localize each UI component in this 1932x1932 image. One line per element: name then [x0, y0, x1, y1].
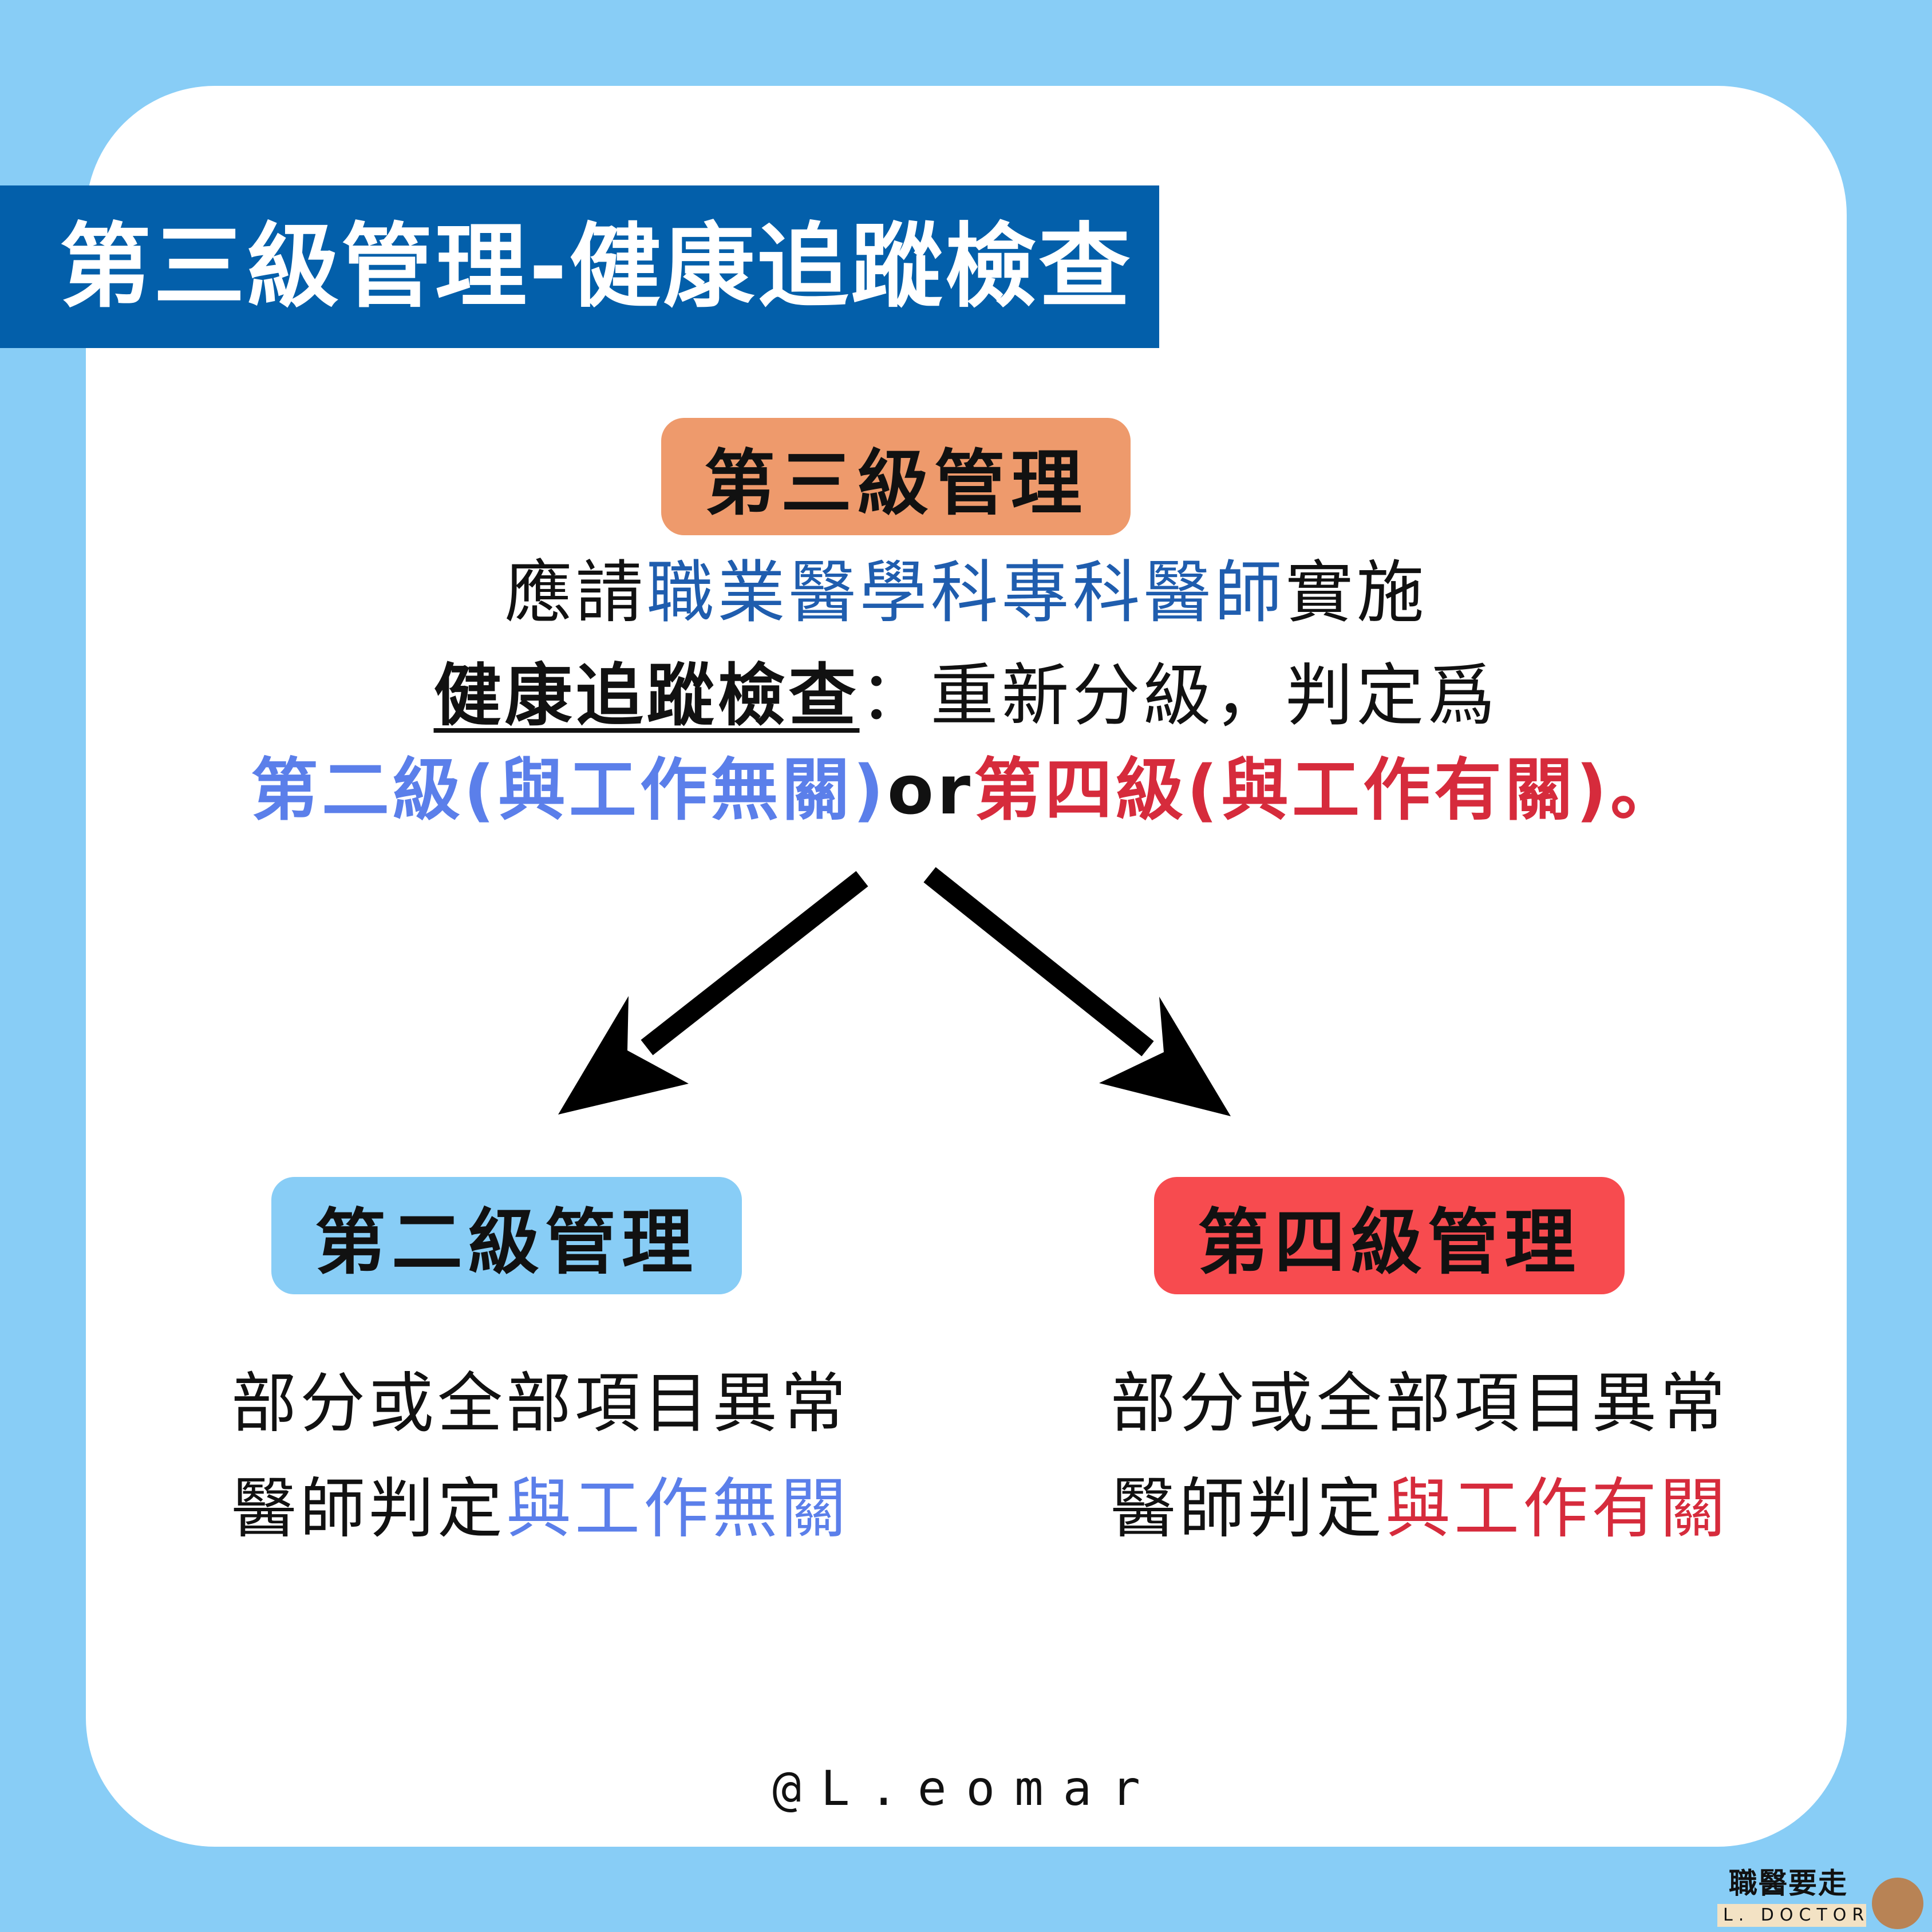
third-level-label: 第三級管理 [704, 442, 1088, 525]
followup-exam-text: 健康追蹤檢查 [433, 656, 860, 735]
second-level-prefix: 醫師判定 [231, 1471, 507, 1547]
line2-after: ：重新分級，判定爲 [859, 656, 1499, 735]
content-card [86, 86, 1847, 1847]
description-line-1: 應請職業醫學科專科醫師實施 [0, 547, 1932, 638]
description-line-2: 健康追蹤檢查：重新分級，判定爲 [0, 650, 1932, 741]
second-level-description: 部分或全部項目異常 醫師判定與工作無關 [231, 1351, 850, 1562]
line3-period: 。 [1610, 750, 1682, 829]
option-level-four: 第四級(與工作有關) [974, 750, 1610, 829]
second-level-label: 第二級管理 [314, 1201, 698, 1284]
option-level-two: 第二級(與工作無關) [250, 750, 887, 829]
fourth-level-text-1: 部分或全部項目異常 [1111, 1365, 1729, 1441]
fourth-level-box: 第四級管理 [1154, 1177, 1625, 1294]
logo-name: 職醫要走 [1729, 1867, 1848, 1900]
fourth-level-description: 部分或全部項目異常 醫師判定與工作有關 [1111, 1351, 1729, 1562]
logo-subtitle: L. DOCTOR [1723, 1905, 1870, 1925]
unrelated-to-work-text: 與工作無關 [506, 1471, 850, 1547]
second-level-box: 第二級管理 [271, 1177, 742, 1294]
or-connector: or [887, 750, 974, 829]
line1-before: 應請 [504, 553, 647, 632]
logo-bar [1717, 1904, 1866, 1927]
dog-avatar-icon [1872, 1878, 1923, 1929]
left-arrow [558, 871, 868, 1115]
fourth-level-label: 第四級管理 [1197, 1201, 1581, 1284]
author-handle: @L.eomar [772, 1760, 1160, 1816]
fourth-level-prefix: 醫師判定 [1111, 1471, 1386, 1547]
related-to-work-text: 與工作有關 [1385, 1471, 1729, 1547]
page-title: 第三級管理-健康追蹤檢查 [60, 213, 1133, 320]
title-banner: 第三級管理-健康追蹤檢查 [0, 185, 1159, 348]
line1-after: 實施 [1285, 553, 1428, 632]
brand-logo: 職醫要走 L. DOCTOR [1717, 1860, 1923, 1929]
second-level-text-2: 醫師判定與工作無關 [231, 1456, 850, 1562]
specialist-text: 職業醫學科專科醫師 [646, 553, 1286, 632]
second-level-text-1: 部分或全部項目異常 [231, 1365, 850, 1441]
right-arrow [923, 867, 1231, 1116]
description-line-3: 第二級(與工作無關)or第四級(與工作有關)。 [0, 744, 1932, 836]
fourth-level-text-2: 醫師判定與工作有關 [1111, 1456, 1729, 1562]
third-level-box: 第三級管理 [661, 418, 1131, 535]
